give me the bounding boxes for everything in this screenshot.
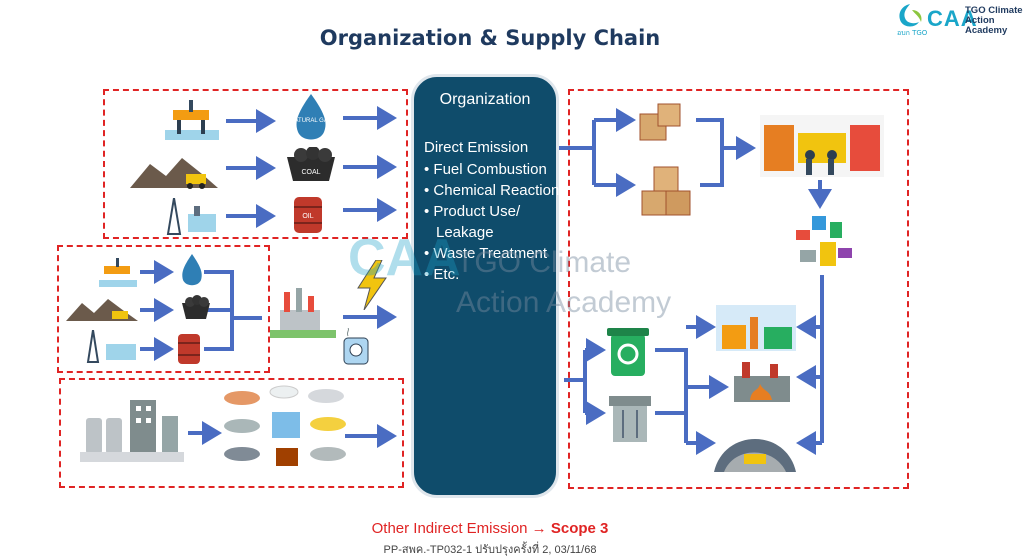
- boxes-stack-icon: [641, 166, 691, 216]
- organization-box: Organization Direct Emission Fuel Combus…: [411, 74, 559, 498]
- scope-label: Scope 3: [550, 520, 609, 537]
- recycling-plant-icon: [716, 305, 796, 351]
- raw-materials-icon: [224, 385, 346, 466]
- waste-pile-icon: [796, 216, 852, 266]
- coal-small-icon: [182, 295, 210, 319]
- supermarket-icon: [760, 115, 884, 177]
- coal-mine-icon: [130, 158, 218, 189]
- logo-thai-text: อบก TGO: [897, 29, 928, 37]
- list-item: Waste Treatment: [424, 243, 560, 264]
- coal-icon: COAL: [287, 147, 335, 181]
- footer-text: Other Indirect Emission →: [371, 520, 547, 537]
- natural-gas-icon: NATURAL GAS: [290, 94, 332, 140]
- leaf-logo-icon: [899, 4, 922, 27]
- document-reference: PP-สพค.-TP032-1 ปรับปรุงครั้งที่ 2, 03/1…: [383, 544, 597, 556]
- logo-tgo-text: TGO Climate Action Academy: [965, 5, 1023, 36]
- page-title: Organization & Supply Chain: [319, 26, 661, 50]
- oil-well-icon: [166, 198, 216, 235]
- svg-text:NATURAL GAS: NATURAL GAS: [290, 118, 332, 124]
- oil-well-small-icon: [86, 330, 136, 363]
- list-item: Etc.: [424, 264, 560, 285]
- power-plant-icon: [270, 288, 336, 338]
- steam-boiler-icon: [343, 328, 369, 365]
- coal-mine-small-icon: [66, 299, 138, 321]
- trash-bin-icon: [609, 396, 651, 442]
- downstream-box: [568, 89, 909, 489]
- oil-rig-small-icon: [99, 258, 137, 287]
- svg-text:OIL: OIL: [302, 213, 313, 220]
- list-item: Chemical Reaction: [424, 180, 560, 201]
- list-item: Fuel Combustion: [424, 159, 560, 180]
- oil-barrel-small-icon: [178, 334, 200, 364]
- list-item: Product Use/ Leakage: [424, 201, 560, 243]
- oil-rig-icon: [165, 100, 219, 140]
- direct-emission-label: Direct Emission: [424, 139, 529, 156]
- landfill-icon: [714, 439, 796, 472]
- caa-logo: CAA TGO Climate Action Academy อบก TGO: [895, 2, 1023, 42]
- organization-heading: Organization: [439, 91, 531, 108]
- natural-gas-small-icon: [182, 254, 202, 286]
- recycle-bin-icon: [607, 328, 649, 376]
- upstream-fuel-box: [103, 89, 408, 239]
- scope-footer: Other Indirect Emission → Scope 3: [0, 520, 980, 537]
- oil-barrel-icon: OIL: [294, 197, 322, 233]
- boxes-small-icon: [639, 103, 681, 141]
- logo-caa-text: CAA: [927, 6, 978, 31]
- direct-emission-list: Fuel Combustion Chemical Reaction Produc…: [424, 159, 560, 285]
- factory-icon: [80, 400, 184, 462]
- svg-text:COAL: COAL: [301, 169, 320, 176]
- raw-materials-box: [59, 378, 404, 488]
- lightning-icon: [357, 260, 387, 310]
- energy-supply-box: [57, 245, 270, 373]
- incinerator-icon: [734, 362, 790, 402]
